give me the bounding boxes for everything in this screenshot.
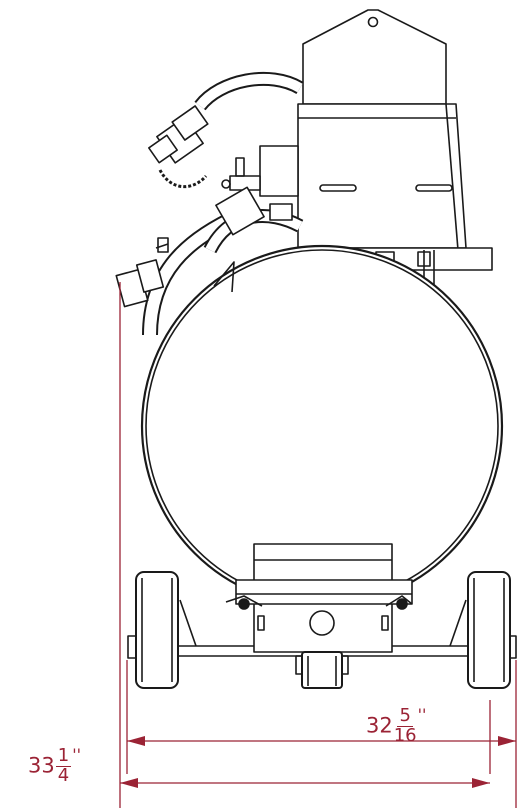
dimension-overall-whole: 33 [28, 753, 55, 778]
cart-front [225, 543, 413, 653]
extension-lines [119, 282, 517, 808]
hopper [297, 9, 467, 251]
dimension-overall-unit: '' [72, 745, 81, 764]
dimension-inner-numerator: 5 [397, 705, 413, 727]
cam-coupling-side [115, 237, 169, 308]
left-wheel [135, 571, 179, 689]
cam-coupling-upper [148, 105, 209, 189]
dimension-inner-denominator: 16 [393, 724, 417, 746]
dimension-line-inner [127, 736, 516, 746]
dimension-overall-numerator: 1 [55, 745, 72, 767]
hose-upper [194, 71, 304, 111]
valve [215, 145, 299, 236]
dimension-inner-whole: 32 [366, 713, 393, 738]
dimension-inner-unit: '' [417, 705, 427, 724]
dimension-overall-denominator: 4 [57, 764, 70, 786]
front-wheel [295, 651, 349, 689]
right-wheel [467, 571, 511, 689]
dimension-line-overall [120, 778, 490, 788]
